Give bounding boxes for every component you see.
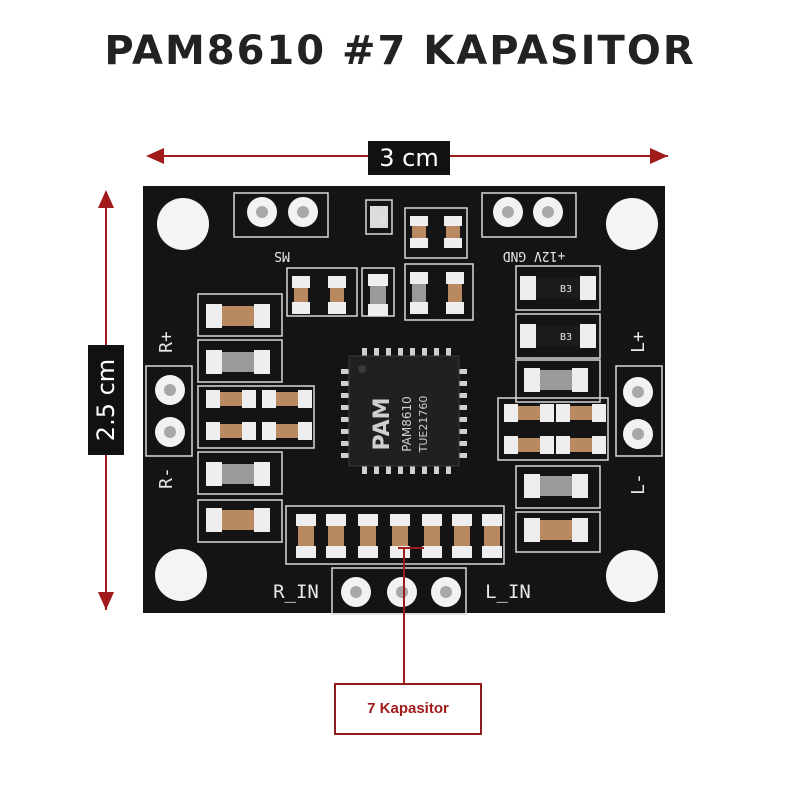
mounting-hole-bottom-right bbox=[606, 550, 658, 602]
silk-l-in: L_IN bbox=[485, 581, 531, 603]
chip-pin bbox=[341, 441, 349, 446]
silk-r-minus: R- bbox=[156, 467, 177, 489]
capacitor bbox=[296, 514, 316, 558]
callout-leader bbox=[398, 547, 424, 683]
chip-pin bbox=[341, 393, 349, 398]
chip-logo: PAM bbox=[370, 397, 395, 450]
mounting-holes bbox=[155, 198, 658, 602]
page-title: PAM8610 #7 KAPASITOR bbox=[104, 28, 696, 74]
chip-pin bbox=[459, 429, 467, 434]
capacitor bbox=[390, 514, 410, 558]
chip-pin bbox=[459, 405, 467, 410]
capacitor bbox=[422, 514, 442, 558]
chip-pin bbox=[374, 466, 379, 474]
chip-pin bbox=[410, 348, 415, 356]
chip-pin bbox=[341, 369, 349, 374]
chip-pin bbox=[398, 348, 403, 356]
chip-pin bbox=[434, 348, 439, 356]
chip-pin bbox=[434, 466, 439, 474]
capacitor bbox=[452, 514, 472, 558]
mounting-hole-bottom-left bbox=[155, 549, 207, 601]
silk-led: LED bbox=[378, 212, 386, 225]
chip-pin bbox=[459, 369, 467, 374]
chip-pin bbox=[398, 466, 403, 474]
chip-pin bbox=[410, 466, 415, 474]
amplifier-chip: PAM PAM8610 TUE21760 bbox=[341, 348, 467, 474]
silk-l-minus: L- bbox=[628, 473, 649, 495]
silk-power: +12V GND bbox=[503, 248, 566, 263]
height-dimension-text: 2.5 cm bbox=[92, 358, 120, 442]
chip-batch-code: TUE21760 bbox=[417, 396, 430, 454]
silk-ms: MS bbox=[274, 248, 290, 263]
mounting-hole-top-right bbox=[606, 198, 658, 250]
header-pins bbox=[155, 197, 653, 607]
capacitor bbox=[358, 514, 378, 558]
chip-pin bbox=[459, 417, 467, 422]
chip-part-number: PAM8610 bbox=[400, 396, 414, 452]
silk-r-in: R_IN bbox=[273, 581, 319, 603]
smd-components bbox=[206, 206, 606, 542]
chip-pin bbox=[341, 453, 349, 458]
capacitor-callout: 7 Kapasitor bbox=[334, 683, 482, 735]
silk-l-plus: L+ bbox=[628, 331, 649, 353]
width-dimension-label: 3 cm bbox=[368, 141, 450, 175]
silk-b3-bottom: B3 bbox=[560, 332, 572, 343]
chip-pin bbox=[374, 348, 379, 356]
chip-pin bbox=[362, 348, 367, 356]
chip-pin bbox=[341, 417, 349, 422]
chip-pin bbox=[446, 466, 451, 474]
chip-pin bbox=[459, 393, 467, 398]
chip-pin bbox=[459, 453, 467, 458]
height-dimension-label: 2.5 cm bbox=[88, 345, 124, 455]
silk-r-plus: R+ bbox=[156, 331, 177, 353]
silkscreen-outlines bbox=[145, 192, 663, 615]
chip-pin bbox=[341, 429, 349, 434]
chip-pin bbox=[341, 405, 349, 410]
chip-pin bbox=[386, 466, 391, 474]
chip-pin bbox=[422, 348, 427, 356]
silk-b3-top: B3 bbox=[560, 284, 572, 295]
chip-pin bbox=[362, 466, 367, 474]
chip-pin bbox=[459, 381, 467, 386]
capacitor bbox=[326, 514, 346, 558]
chip-pin bbox=[446, 348, 451, 356]
chip-pin bbox=[422, 466, 427, 474]
chip-pin bbox=[341, 381, 349, 386]
chip-pin bbox=[386, 348, 391, 356]
capacitor bbox=[482, 514, 502, 558]
mounting-hole-top-left bbox=[157, 198, 209, 250]
silkscreen-labels: MS +12V GND LED R+ R- L+ L- R_IN L_IN B3… bbox=[156, 212, 649, 603]
chip-pin bbox=[459, 441, 467, 446]
